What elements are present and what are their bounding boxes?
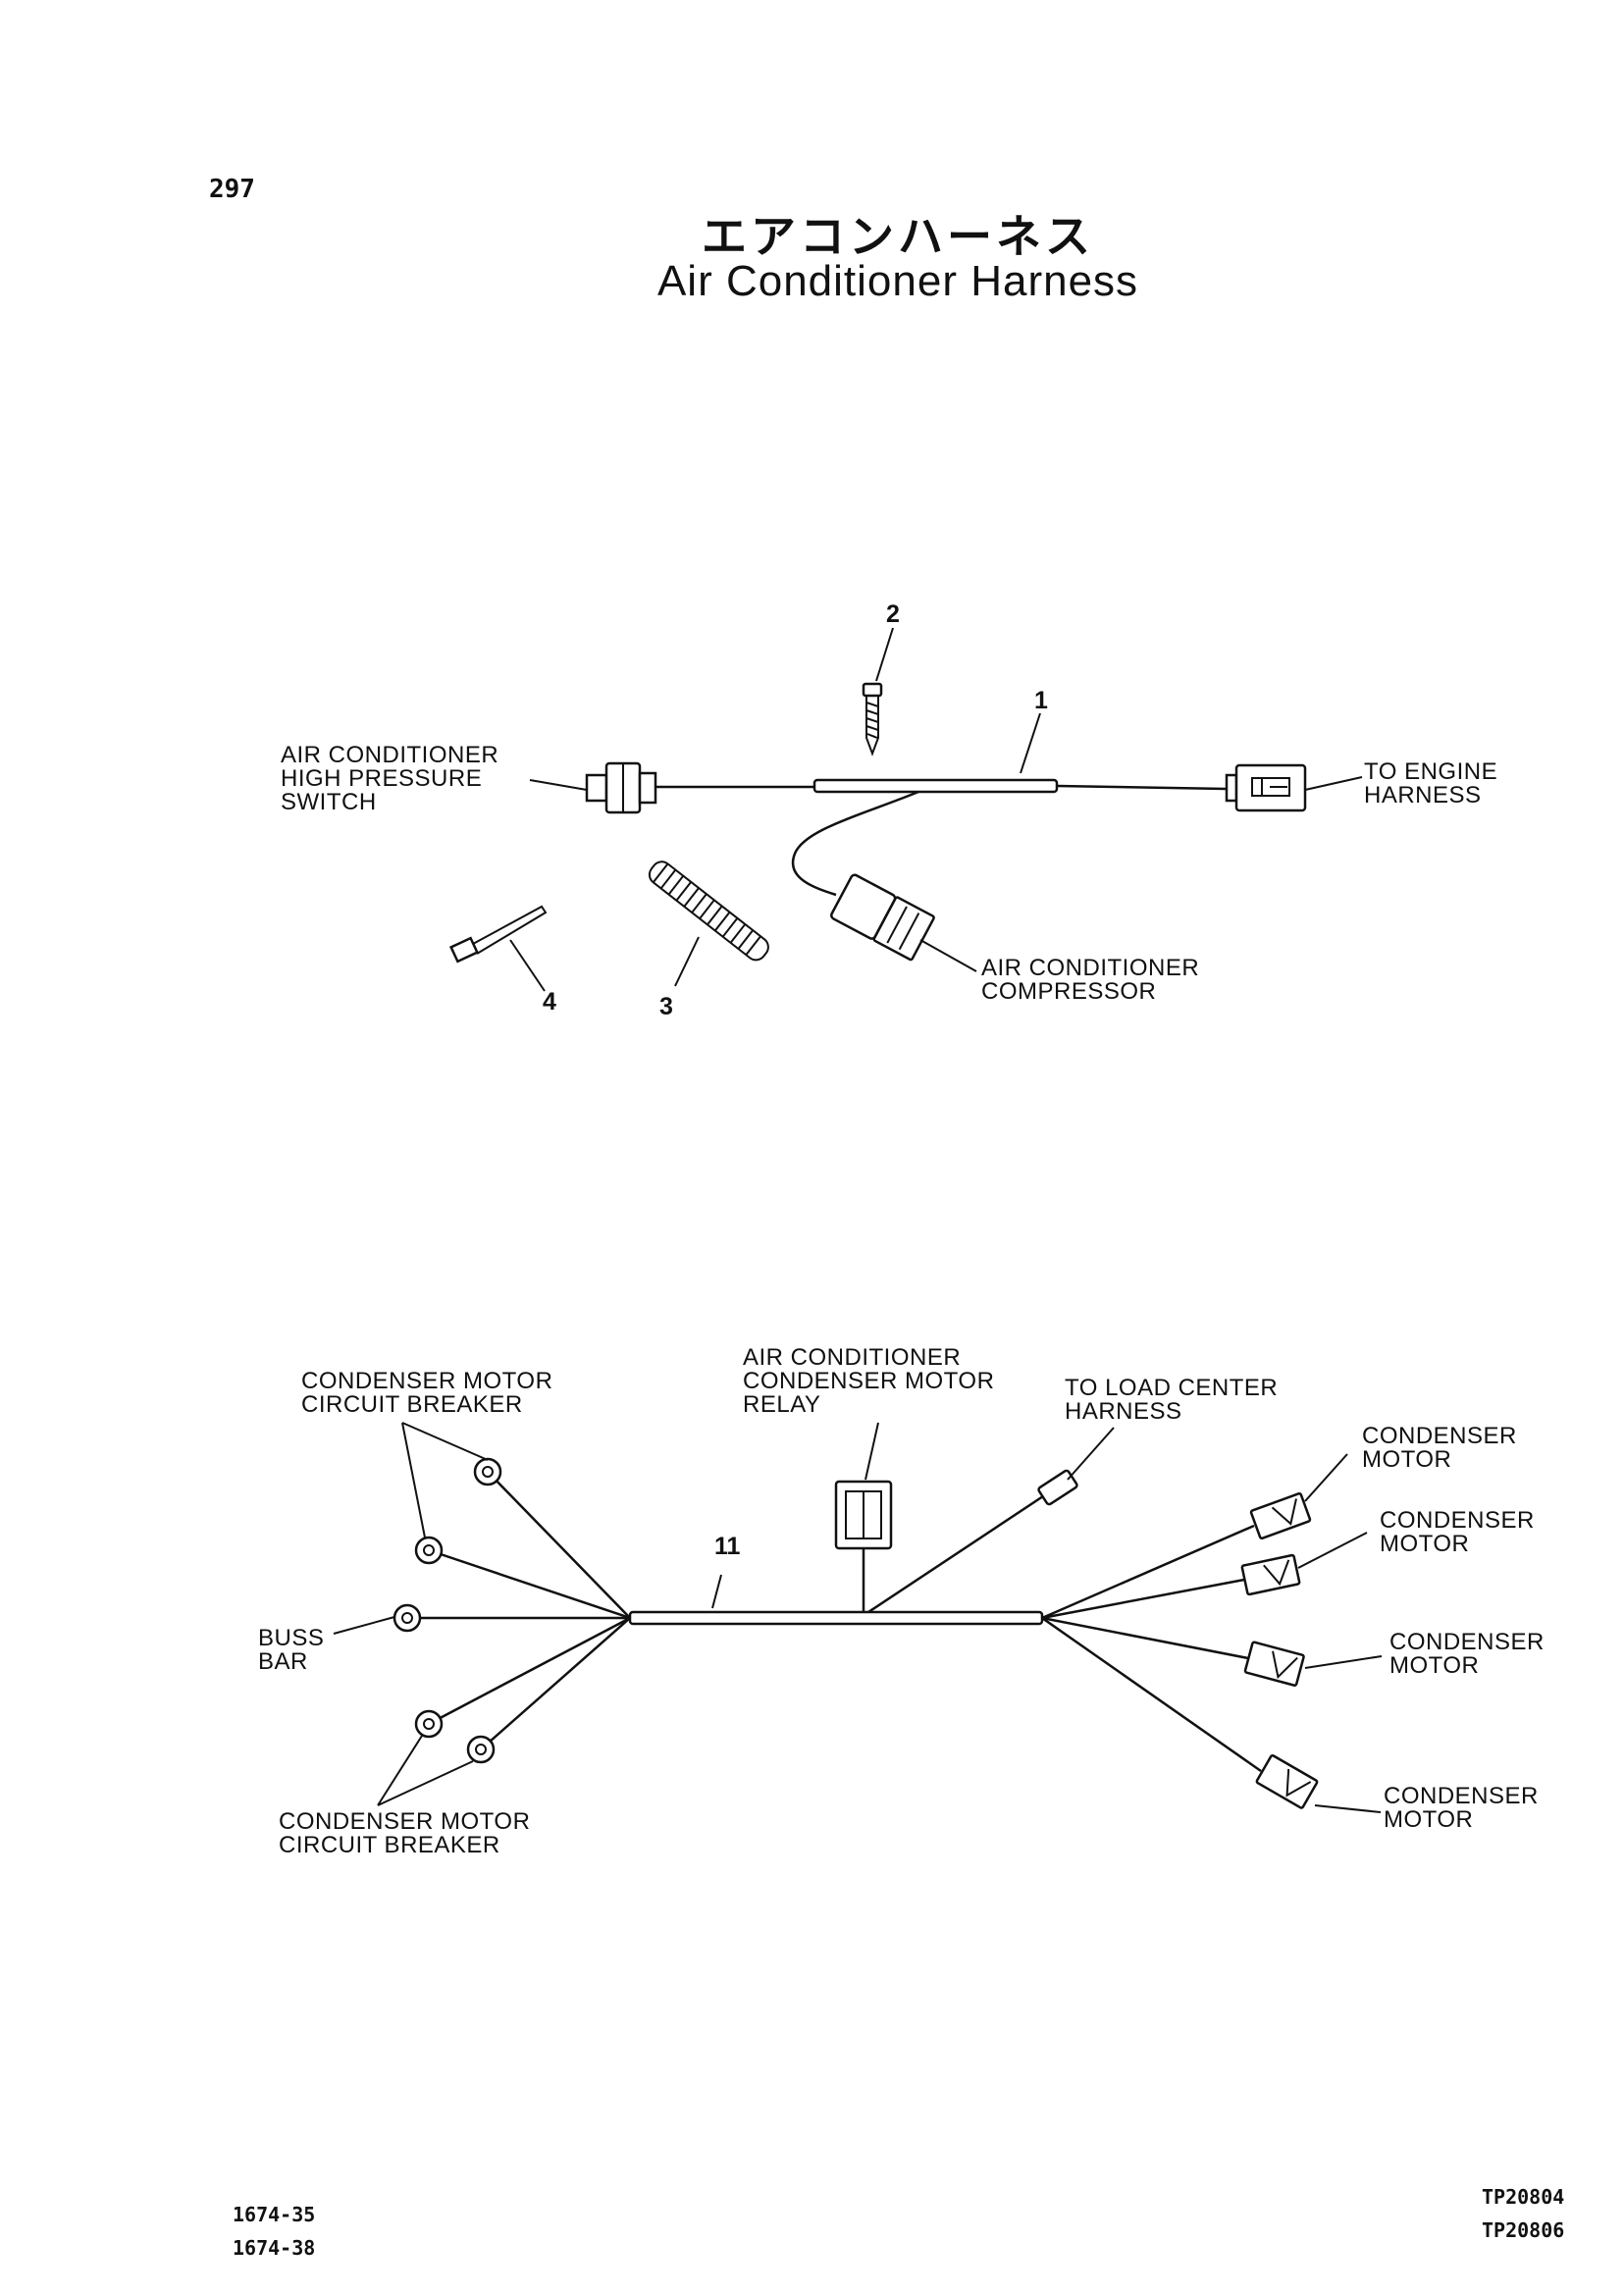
leader-4 [509, 939, 546, 992]
label-buss-bar: BUSS BAR [258, 1625, 325, 1675]
main-wire-right [1056, 784, 1228, 791]
leader-motor-3 [1304, 1655, 1383, 1669]
label-relay: AIR CONDITIONER CONDENSER MOTOR RELAY [743, 1344, 995, 1418]
compressor-branch-wire [791, 790, 919, 897]
label-motor-2: CONDENSER MOTOR [1380, 1507, 1535, 1557]
label-motor-3: CONDENSER MOTOR [1389, 1629, 1545, 1679]
page-title: Air Conditioner Harness [656, 257, 1139, 305]
leader-1 [1020, 712, 1041, 774]
condenser-motor-connector-3 [1243, 1641, 1305, 1687]
leader-hp-switch [529, 779, 588, 791]
ring-terminal-buss-bar [393, 1603, 422, 1633]
condenser-motor-connector-2 [1240, 1553, 1301, 1596]
relay-connector [834, 1480, 893, 1550]
leader-2 [875, 627, 894, 682]
engine-harness-connector [1225, 763, 1307, 812]
label-compressor: AIR CONDITIONER COMPRESSOR [981, 955, 1200, 1005]
high-pressure-switch-connector [585, 761, 657, 814]
main-trunk [628, 1610, 1044, 1626]
harness-sleeve [812, 778, 1059, 794]
label-high-pressure-switch: AIR CONDITIONER HIGH PRESSURE SWITCH [281, 742, 499, 815]
label-breaker-top: CONDENSER MOTOR CIRCUIT BREAKER [301, 1368, 553, 1418]
ring-terminal-4 [466, 1735, 496, 1764]
leader-motor-1 [1304, 1453, 1348, 1502]
convoluted-conduit [648, 860, 769, 962]
compressor-connector [830, 873, 935, 962]
ring-terminal-3 [414, 1709, 444, 1739]
page-number: 297 [209, 175, 255, 204]
leader-buss-bar [333, 1616, 395, 1635]
label-motor-4: CONDENSER MOTOR [1384, 1783, 1539, 1833]
leader-engine-harness [1304, 776, 1363, 791]
ring-terminal-2 [414, 1536, 444, 1565]
label-load-center: TO LOAD CENTER HARNESS [1065, 1375, 1279, 1425]
callout-2: 2 [886, 600, 900, 628]
label-breaker-bottom: CONDENSER MOTOR CIRCUIT BREAKER [279, 1808, 531, 1858]
diagram-2-harness [333, 1422, 1383, 1813]
leader-breaker-top [401, 1422, 489, 1538]
label-motor-1: CONDENSER MOTOR [1362, 1423, 1517, 1473]
leader-relay [864, 1422, 879, 1481]
callout-4: 4 [543, 988, 556, 1016]
leader-3 [674, 936, 700, 987]
diagram-1-harness [448, 627, 1363, 992]
screw [862, 682, 883, 756]
footer-codes-left: 1674-35 1674-38 [233, 2203, 316, 2260]
leader-11 [711, 1574, 722, 1609]
condenser-motor-connector-4 [1255, 1753, 1319, 1809]
callout-11: 11 [714, 1533, 741, 1560]
label-engine-harness: TO ENGINE HARNESS [1364, 758, 1498, 808]
page-title-japanese: エアコンハーネス [702, 210, 1094, 263]
leader-motor-4 [1314, 1804, 1382, 1813]
leader-motor-2 [1297, 1532, 1368, 1569]
condenser-motor-connector-1 [1249, 1491, 1312, 1540]
callout-3: 3 [659, 993, 673, 1020]
ring-terminal-1 [473, 1457, 502, 1486]
callout-1: 1 [1034, 687, 1048, 714]
leader-breaker-bottom [377, 1735, 474, 1806]
leader-load-center [1067, 1427, 1115, 1481]
leader-compressor [919, 939, 977, 972]
footer-codes-right: TP20804 TP20806 [1482, 2185, 1565, 2242]
cable-tie [448, 905, 548, 964]
